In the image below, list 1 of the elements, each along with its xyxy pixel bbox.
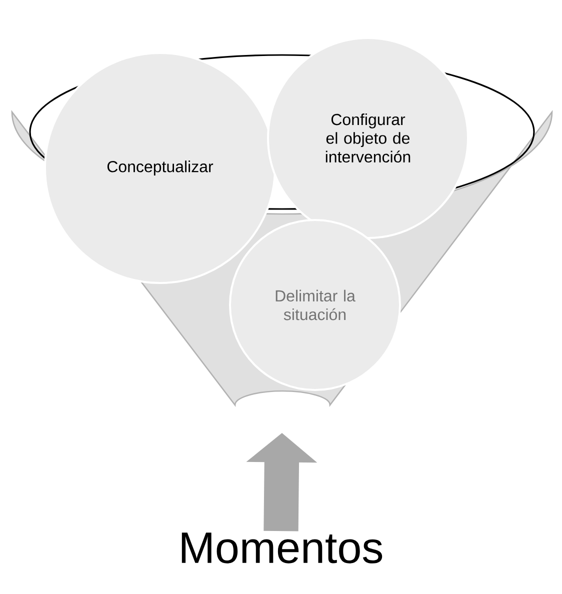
caption: Momentos [182,532,382,564]
